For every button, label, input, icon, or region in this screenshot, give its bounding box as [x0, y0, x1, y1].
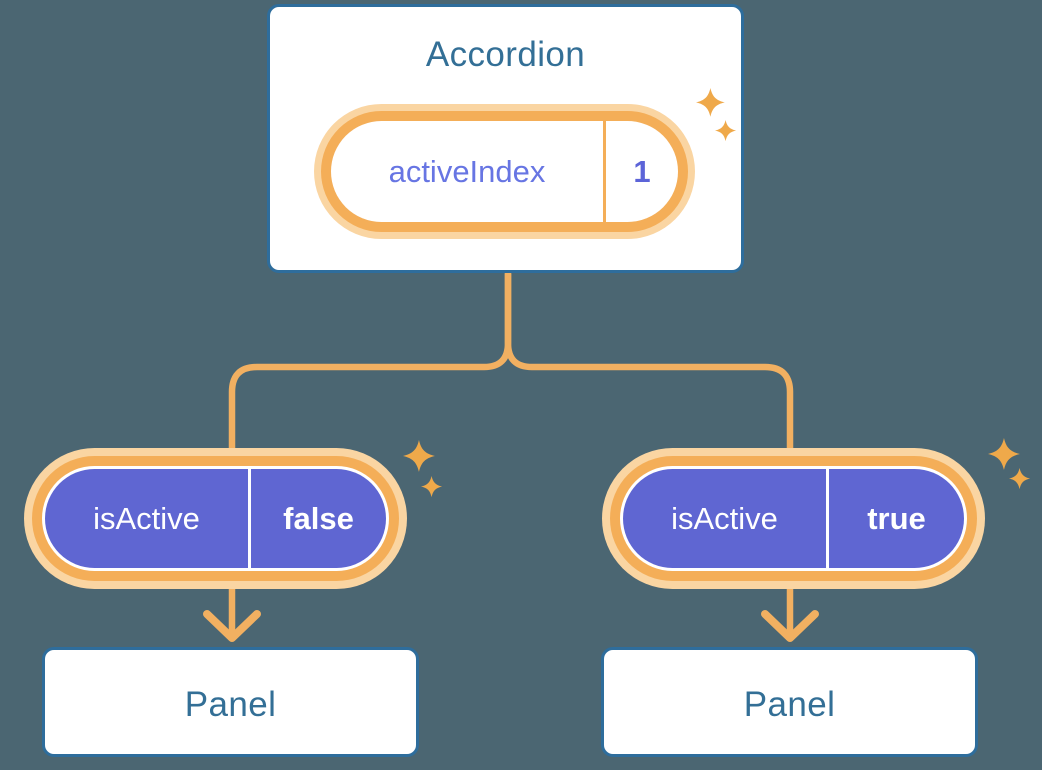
arrow-down-icon	[761, 610, 819, 642]
accordion-title: Accordion	[425, 35, 586, 74]
state-pill-divider	[603, 121, 606, 222]
accordion-node: Accordion activeIndex 1	[267, 4, 744, 273]
panel-title: Panel	[184, 685, 277, 724]
panel-node-left: Panel	[42, 647, 419, 757]
panel-title: Panel	[743, 685, 836, 724]
connector-branch-left	[228, 270, 512, 474]
state-pill: activeIndex 1	[331, 121, 678, 222]
prop-pill-value: true	[867, 500, 926, 536]
connector-branch-right	[504, 270, 794, 474]
state-pill-value: 1	[633, 153, 651, 189]
prop-pill-isactive-true: isActive true	[623, 469, 964, 568]
prop-pill-label: isActive	[671, 500, 778, 536]
sparkle-icon	[988, 438, 1031, 490]
prop-pill-divider	[248, 469, 251, 568]
prop-pill-divider	[826, 469, 829, 568]
arrow-down-icon	[203, 610, 261, 642]
prop-pill-value: false	[283, 500, 354, 536]
sparkle-icon	[403, 440, 443, 498]
prop-pill-isactive-false: isActive false	[45, 469, 386, 568]
state-pill-label: activeIndex	[388, 153, 546, 189]
panel-node-right: Panel	[601, 647, 978, 757]
prop-pill-label: isActive	[93, 500, 200, 536]
